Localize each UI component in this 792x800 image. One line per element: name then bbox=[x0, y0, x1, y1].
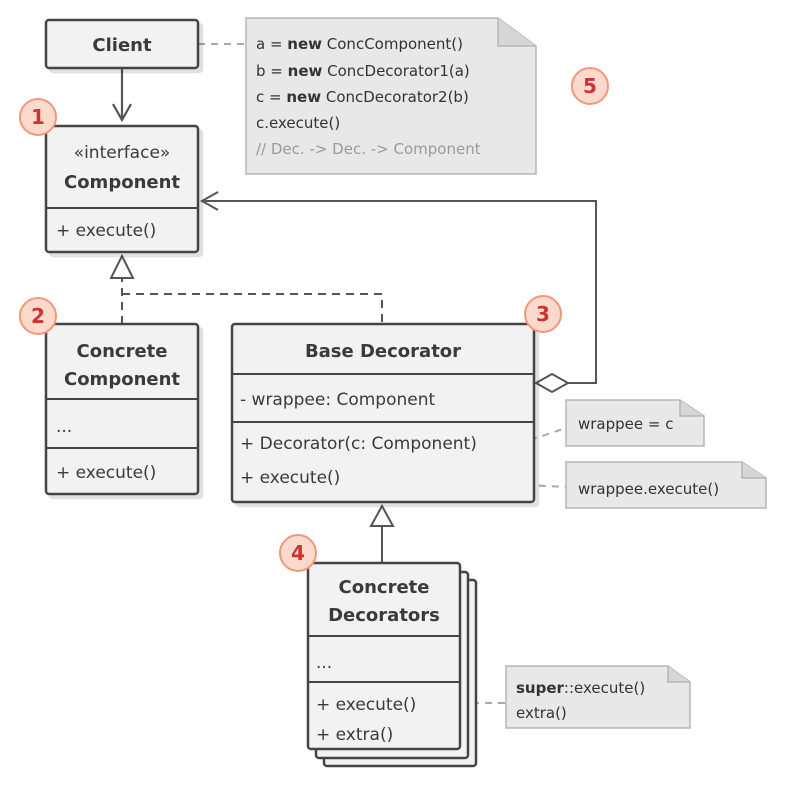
component-stereotype: «interface» bbox=[74, 143, 171, 163]
note-line-5-comment: // Dec. -> Dec. -> Component bbox=[256, 140, 481, 158]
base-decorator-method2: + execute() bbox=[240, 468, 340, 488]
client-class: Client bbox=[44, 18, 200, 70]
badge-3: 3 bbox=[524, 295, 562, 333]
badge-3-number: 3 bbox=[536, 302, 550, 326]
concrete-decorators-title-line1: Concrete bbox=[339, 577, 430, 598]
super-note-line1: super::execute() bbox=[516, 679, 645, 697]
realization-triangle bbox=[109, 253, 135, 279]
note-line-2: b = new ConcDecorator1(a) bbox=[256, 62, 470, 80]
super-note: super::execute() extra() bbox=[505, 665, 691, 729]
base-decorator-method1: + Decorator(c: Component) bbox=[240, 434, 477, 454]
badge-5-number: 5 bbox=[583, 74, 597, 98]
base-decorator-class: Base Decorator - wrappee: Component + De… bbox=[230, 322, 536, 504]
badge-1-number: 1 bbox=[31, 105, 45, 129]
wrappee-note-connector bbox=[529, 427, 567, 441]
badge-1: 1 bbox=[19, 98, 57, 136]
execute-note-text: wrappee.execute() bbox=[578, 480, 719, 498]
badge-4: 4 bbox=[279, 534, 317, 572]
component-method: + execute() bbox=[56, 221, 156, 241]
wrappee-note: wrappee = c bbox=[565, 399, 705, 447]
component-title: Component bbox=[64, 172, 180, 193]
concrete-decorators-method2: + extra() bbox=[316, 725, 393, 745]
aggregation-arrowhead bbox=[199, 191, 219, 211]
concrete-component-title-line1: Concrete bbox=[77, 341, 168, 362]
stack-front-card bbox=[306, 561, 462, 751]
super-note-line2: extra() bbox=[516, 704, 567, 722]
client-code-note: a = new ConcComponent() b = new ConcDeco… bbox=[245, 17, 537, 175]
base-decorator-field: - wrappee: Component bbox=[240, 390, 436, 410]
base-decorator-title: Base Decorator bbox=[305, 341, 461, 362]
client-title: Client bbox=[92, 35, 152, 56]
badge-4-number: 4 bbox=[291, 541, 305, 565]
concrete-decorators-fields: ... bbox=[316, 653, 332, 673]
inheritance-triangle bbox=[369, 503, 395, 527]
aggregation-diamond bbox=[533, 372, 571, 394]
concrete-component-method: + execute() bbox=[56, 463, 156, 483]
note-line-3: c = new ConcDecorator2(b) bbox=[256, 88, 469, 106]
note-line-1: a = new ConcComponent() bbox=[256, 35, 463, 53]
badge-2: 2 bbox=[19, 297, 57, 335]
concrete-decorators-class: Concrete Decorators ... + execute() + ex… bbox=[306, 561, 478, 768]
client-to-component-arrowhead bbox=[112, 103, 132, 123]
concrete-decorators-method1: + execute() bbox=[316, 695, 416, 715]
concrete-component-title-line2: Component bbox=[64, 369, 180, 390]
aggregation-line bbox=[203, 200, 597, 384]
wrappee-note-text: wrappee = c bbox=[578, 415, 673, 433]
concrete-component-fields: ... bbox=[56, 417, 72, 437]
execute-note: wrappee.execute() bbox=[565, 461, 767, 509]
concrete-decorators-title-line2: Decorators bbox=[328, 605, 440, 626]
badge-2-number: 2 bbox=[31, 304, 45, 328]
component-interface: «interface» Component + execute() bbox=[44, 124, 200, 254]
base-decorator-realization-line bbox=[122, 293, 383, 324]
concrete-component-class: Concrete Component ... + execute() bbox=[44, 322, 200, 496]
note-line-4: c.execute() bbox=[256, 114, 340, 132]
badge-5: 5 bbox=[571, 67, 609, 105]
